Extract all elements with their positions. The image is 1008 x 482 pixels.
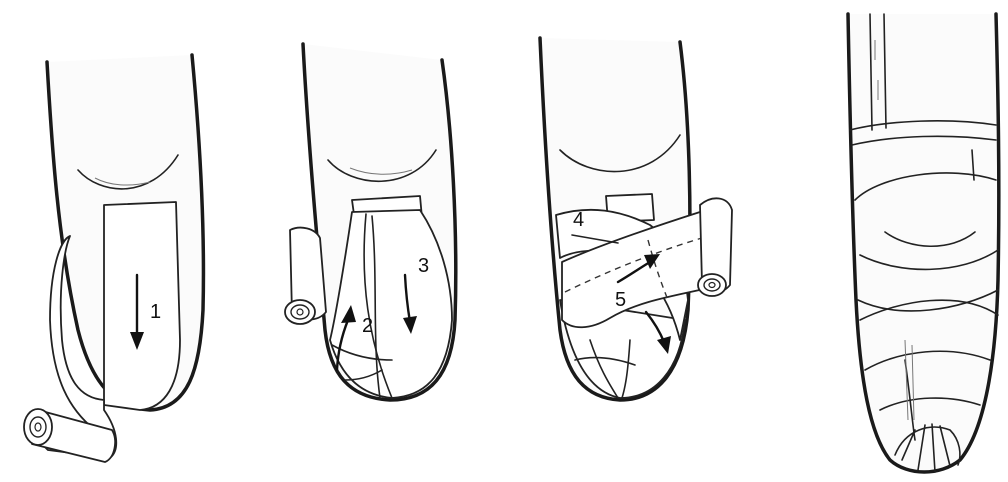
bandage-turns-2 — [330, 210, 452, 398]
bandage-roll-3 — [698, 198, 732, 296]
step-label-3: 3 — [418, 255, 429, 277]
bandage-strip-1 — [104, 202, 180, 410]
panel-2: 2 3 — [285, 44, 456, 400]
step-label-2: 2 — [362, 315, 373, 337]
panel-4 — [848, 14, 999, 472]
step-label-4: 4 — [573, 209, 584, 231]
bandage-roll-2 — [285, 228, 326, 324]
panel-3: 4 5 — [540, 38, 732, 400]
panel-1: 1 — [24, 55, 203, 462]
step-label-5: 5 — [615, 289, 626, 311]
step-label-1: 1 — [150, 301, 161, 323]
